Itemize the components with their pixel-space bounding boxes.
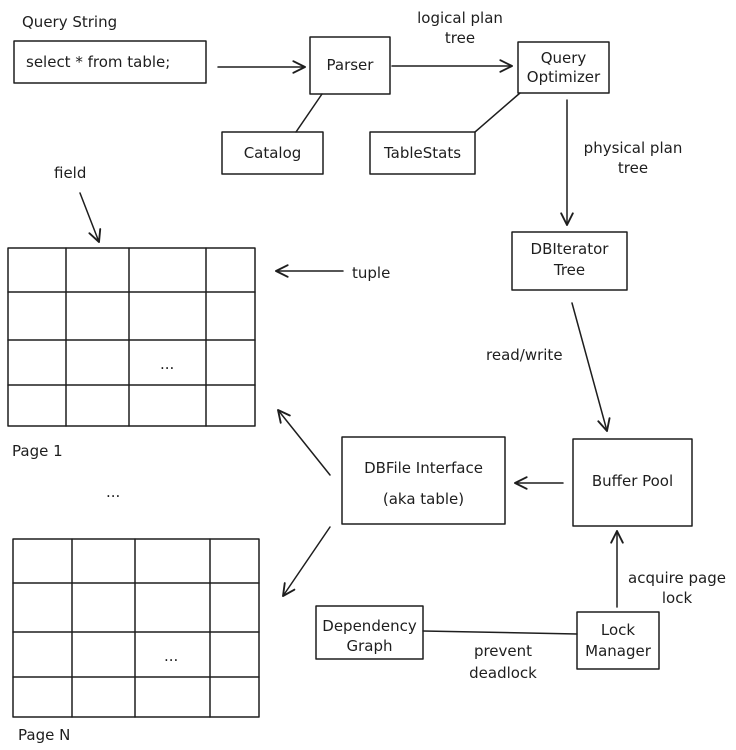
parser-catalog-connector xyxy=(295,93,323,133)
dbfile-label-line-1: DBFile Interface xyxy=(364,459,483,477)
logical-plan-label-line-1: logical plan xyxy=(417,9,503,27)
dbfile-box xyxy=(341,436,506,525)
table-stats-label: TableStats xyxy=(383,144,462,162)
dependency-lock-connector xyxy=(422,630,578,635)
pages-ellipsis: ... xyxy=(106,483,121,501)
prevent-deadlock-label-line-1: prevent xyxy=(473,642,533,660)
parser-label: Parser xyxy=(326,56,374,74)
page-n-grid xyxy=(12,538,260,718)
acquire-page-lock-label-line-2: lock xyxy=(661,589,693,607)
query-optimizer-label-line-2: Optimizer xyxy=(526,68,601,86)
page-n-label: Page N xyxy=(18,726,71,744)
catalog-box xyxy=(221,131,324,175)
query-string-box xyxy=(13,40,207,84)
page-1-label: Page 1 xyxy=(12,442,63,460)
query-optimizer-label-line-1: Query xyxy=(540,49,587,67)
acquire-page-lock-label-line-1: acquire page xyxy=(628,569,726,587)
page-1-cell-ellipsis: ... xyxy=(160,355,175,373)
optimizer-tablestats-connector xyxy=(474,92,521,133)
field-label: field xyxy=(54,164,87,182)
read-write-label: read/write xyxy=(486,346,563,364)
parser-box xyxy=(309,36,391,95)
dbfile-to-page-n-arrow xyxy=(282,526,331,597)
dbfile-label-line-2: (aka table) xyxy=(382,490,465,508)
physical-plan-label-line-2: tree xyxy=(617,159,649,177)
page-1-grid xyxy=(7,247,256,427)
dependency-graph-label-line-1: Dependency xyxy=(322,617,417,635)
catalog-label: Catalog xyxy=(243,144,302,162)
dbiterator-label-line-2: Tree xyxy=(553,261,586,279)
dbiterator-label-line-1: DBIterator xyxy=(530,240,609,258)
lock-manager-box xyxy=(576,611,660,670)
dbiterator-to-buffer-pool-arrow xyxy=(571,302,611,432)
tuple-label: tuple xyxy=(352,264,391,282)
page-n-cell-ellipsis: ... xyxy=(164,647,179,665)
dbfile-to-page-1-arrow xyxy=(277,409,331,476)
table-stats-box xyxy=(369,131,476,175)
query-string-label: Query String xyxy=(22,13,118,31)
lock-manager-label-line-1: Lock xyxy=(600,621,636,639)
logical-plan-label-line-2: tree xyxy=(444,29,476,47)
dependency-graph-label-line-2: Graph xyxy=(346,637,393,655)
prevent-deadlock-label-line-2: deadlock xyxy=(469,664,537,682)
physical-plan-label-line-1: physical plan xyxy=(583,139,683,157)
lock-manager-label-line-2: Manager xyxy=(585,642,651,660)
field-arrow xyxy=(79,192,102,243)
buffer-pool-box xyxy=(572,438,693,527)
query-string-value: select * from table; xyxy=(26,53,171,71)
dbiterator-box xyxy=(511,231,628,291)
buffer-pool-label: Buffer Pool xyxy=(591,472,674,490)
query-optimizer-box xyxy=(517,41,610,94)
dependency-graph-box xyxy=(315,605,424,660)
